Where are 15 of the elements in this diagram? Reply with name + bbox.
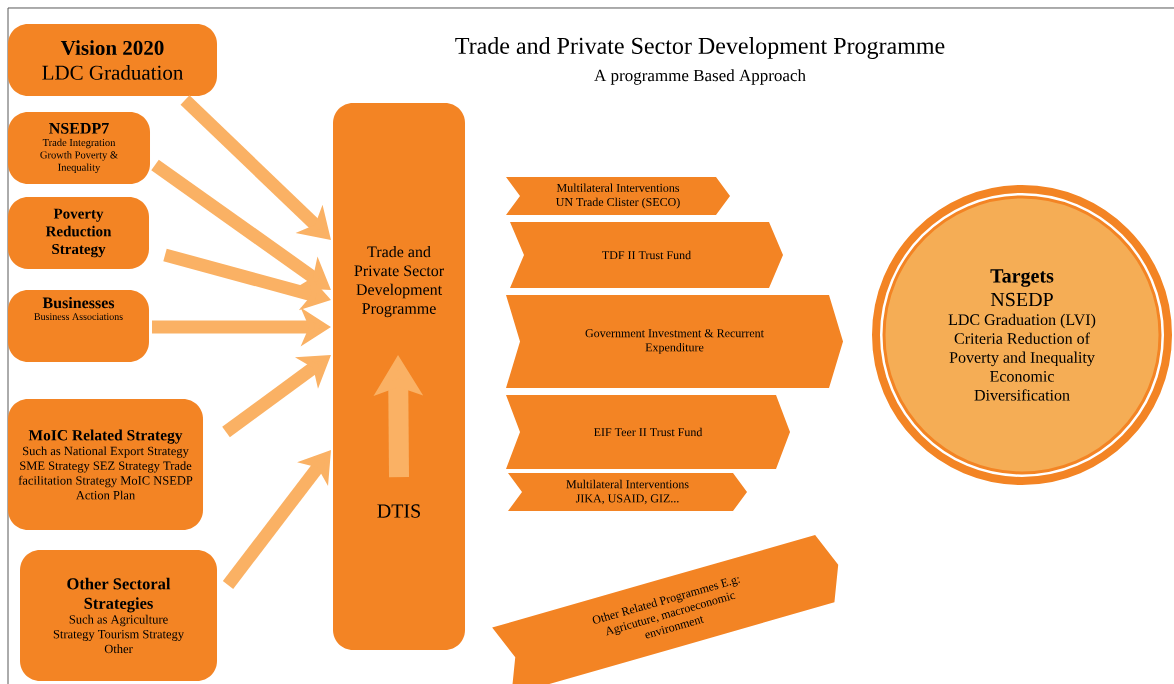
dtis-label: DTIS	[377, 504, 420, 518]
subtitle: A programme Based Approach	[594, 69, 806, 85]
chevron-banner: EIF Teer II Trust Fund	[506, 395, 790, 469]
strategy-box: Other Sectoral Strategies Such as Agriculture Strategy Tourism Strategy Other	[20, 550, 217, 681]
chevron-banner: Government Investment & Recurrent Expenditure	[506, 295, 843, 388]
title: Trade and Private Sector Development Programme	[455, 37, 945, 59]
chevron-banner: TDF II Trust Fund	[510, 222, 783, 288]
chevron-banner: Multilateral Interventions JIKA, USAID, GIZ...	[508, 473, 747, 511]
chevron-banner: Multilateral Interventions UN Trade Clister (SECO)	[506, 177, 730, 215]
strategy-box: Poverty Reduction Strategy	[8, 197, 149, 269]
strategy-box: MoIC Related Strategy Such as National Export Strategy SME Strategy SEZ Strategy Trade facilitation Strategy MoIC NSEDP Action Plan	[8, 399, 203, 530]
strategy-box: Businesses Business Associations	[8, 290, 149, 362]
strategy-box: NSEDP7 Trade Integration Growth Poverty & Inequality	[8, 112, 150, 184]
block-arrow	[180, 95, 331, 240]
vision-box: Vision 2020 LDC Graduation	[8, 24, 217, 96]
